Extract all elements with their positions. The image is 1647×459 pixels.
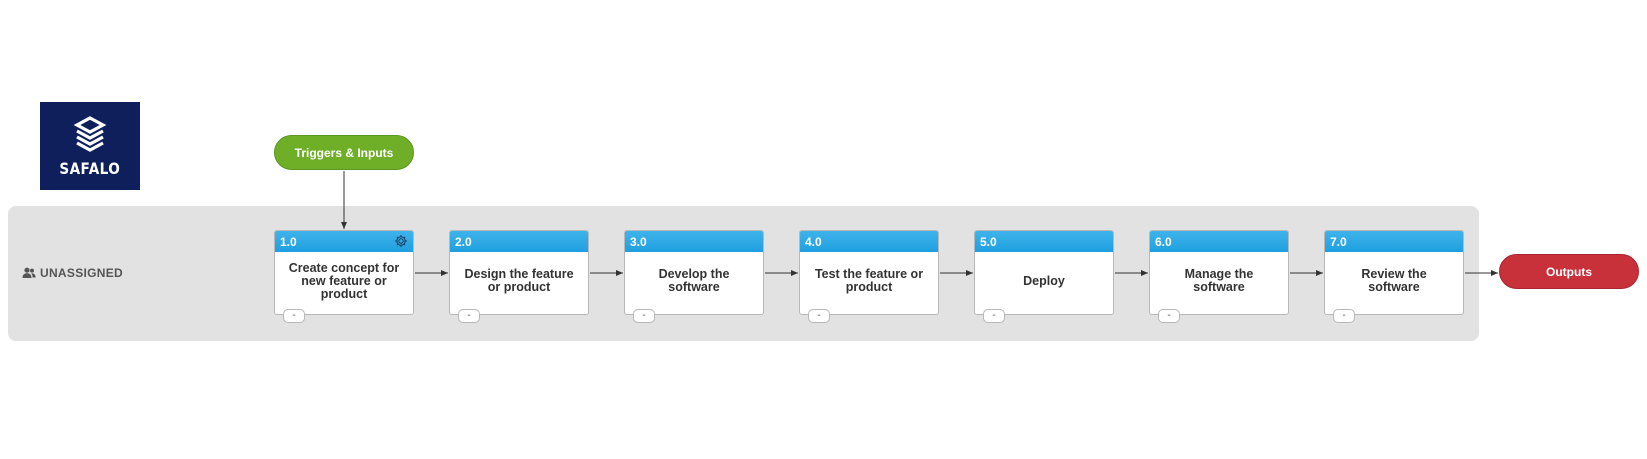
step-tab[interactable]: - bbox=[458, 309, 480, 323]
step-title: Create concept for new feature or produc… bbox=[288, 260, 400, 301]
outputs-label: Outputs bbox=[1546, 264, 1592, 279]
process-step-4[interactable]: 4.0 Test the feature or product - bbox=[799, 230, 939, 323]
swimlane-label[interactable]: UNASSIGNED bbox=[22, 266, 123, 280]
triggers-inputs-label: Triggers & Inputs bbox=[294, 145, 394, 160]
step-title: Test the feature or product bbox=[814, 267, 924, 294]
step-tab[interactable]: - bbox=[808, 309, 830, 323]
process-step-5[interactable]: 5.0 Deploy - bbox=[974, 230, 1114, 323]
logo-text: SAFALO bbox=[59, 158, 121, 178]
step-tab[interactable]: - bbox=[1158, 309, 1180, 323]
safalo-logo: SAFALO bbox=[40, 102, 140, 190]
step-title: Manage the software bbox=[1184, 267, 1254, 294]
swimlane-label-text: UNASSIGNED bbox=[40, 266, 124, 280]
step-number: 1.0 bbox=[280, 235, 297, 249]
step-title: Review the software bbox=[1361, 267, 1427, 294]
step-number: 4.0 bbox=[805, 235, 822, 249]
triggers-inputs-pill[interactable]: Triggers & Inputs bbox=[274, 135, 414, 170]
step-title: Deploy bbox=[1023, 273, 1065, 288]
step-header: 5.0 bbox=[975, 231, 1113, 252]
process-step-1[interactable]: 1.0 Create concept for new feature or pr… bbox=[274, 230, 414, 323]
step-title: Develop the software bbox=[658, 267, 730, 294]
step-header: 4.0 bbox=[800, 231, 938, 252]
step-header: 2.0 bbox=[450, 231, 588, 252]
safalo-logo-mark bbox=[73, 115, 107, 152]
step-tab[interactable]: - bbox=[1333, 309, 1355, 323]
step-header: 1.0 bbox=[275, 231, 413, 252]
step-title: Design the feature or product bbox=[464, 267, 574, 294]
process-step-7[interactable]: 7.0 Review the software - bbox=[1324, 230, 1464, 323]
step-number: 5.0 bbox=[980, 235, 997, 249]
step-header: 7.0 bbox=[1325, 231, 1463, 252]
step-tab[interactable]: - bbox=[633, 309, 655, 323]
process-step-3[interactable]: 3.0 Develop the software - bbox=[624, 230, 764, 323]
step-header: 3.0 bbox=[625, 231, 763, 252]
step-number: 6.0 bbox=[1155, 235, 1172, 249]
process-step-6[interactable]: 6.0 Manage the software - bbox=[1149, 230, 1289, 323]
process-step-2[interactable]: 2.0 Design the feature or product - bbox=[449, 230, 589, 323]
step-tab[interactable]: - bbox=[983, 309, 1005, 323]
step-number: 3.0 bbox=[630, 235, 647, 249]
step-number: 7.0 bbox=[1330, 235, 1347, 249]
step-tab[interactable]: - bbox=[283, 309, 305, 323]
step-header: 6.0 bbox=[1150, 231, 1288, 252]
gear-icon[interactable] bbox=[394, 234, 408, 253]
users-icon bbox=[22, 267, 36, 278]
outputs-pill[interactable]: Outputs bbox=[1499, 254, 1639, 289]
step-number: 2.0 bbox=[455, 235, 472, 249]
